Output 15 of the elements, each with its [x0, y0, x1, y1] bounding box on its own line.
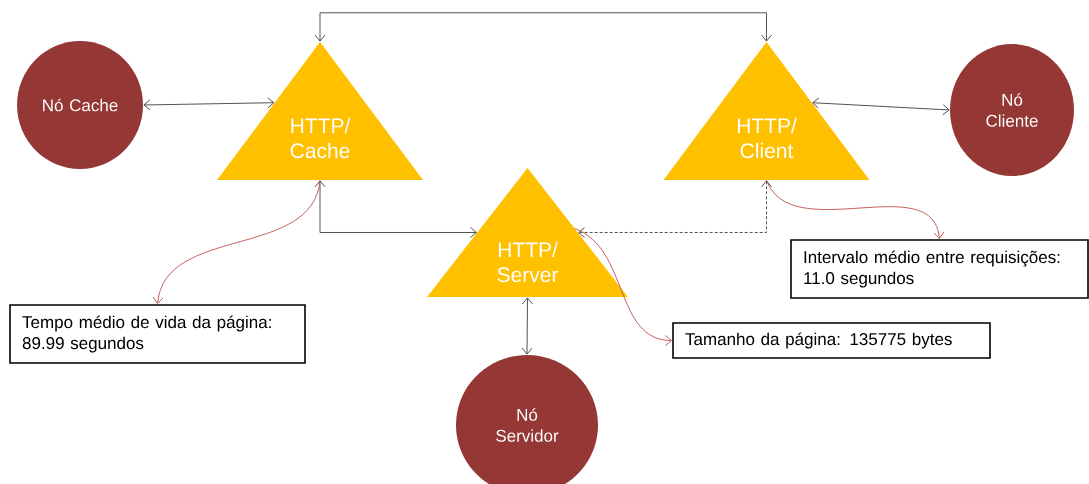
- leader-line: [152, 179, 321, 304]
- note-box: Tempo médio de vida da página: 89.99 segundos: [9, 304, 306, 364]
- note-box: Intervalo médio entre requisições: 11.0 segundos: [790, 239, 1089, 299]
- leader-line: [766, 179, 945, 239]
- arrow: [314, 12, 772, 42]
- leader-line: [574, 228, 672, 346]
- arrow: [521, 297, 533, 355]
- http-triangle: HTTP/ Client: [663, 42, 870, 180]
- arrow: [578, 180, 772, 238]
- arrow: [314, 180, 477, 238]
- http-triangle: HTTP/ Cache: [217, 42, 423, 180]
- note-box: Tamanho da página: 135775 bytes: [672, 322, 991, 359]
- arrow: [143, 97, 275, 111]
- http-triangle: HTTP/ Server: [427, 168, 628, 297]
- arrow: [812, 97, 950, 116]
